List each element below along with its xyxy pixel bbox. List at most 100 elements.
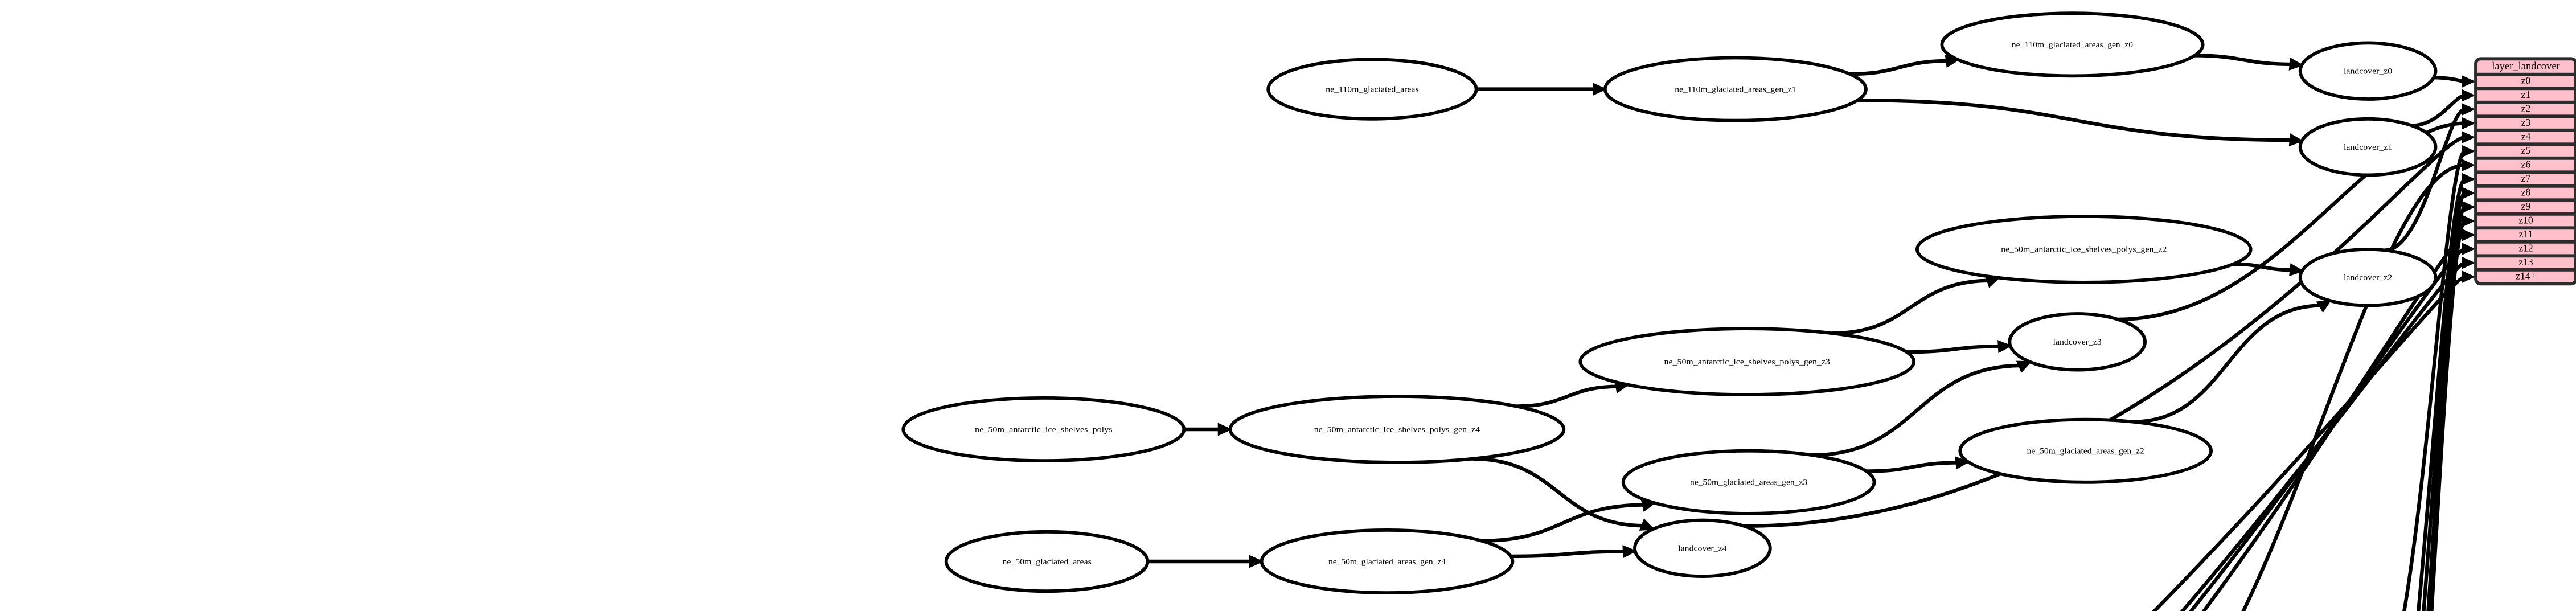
node-ellipse [1621,449,1876,515]
graph-edge [1812,363,2022,457]
node-layer: imposm3osm_landcover_polygonsimplify_vw_… [901,11,2438,594]
table-row-label: z4 [2521,131,2531,142]
table-edge-arrowhead [2462,75,2476,88]
graph-edge [1511,550,1626,559]
edge-arrowhead [1997,340,2013,354]
node-label: ne_50m_antarctic_ice_shelves_polys_gen_z… [2001,245,2167,255]
edge-arrowhead [2288,57,2304,71]
edge-arrowhead [2316,300,2332,313]
node-label: landcover_z2 [2344,273,2392,282]
graph-edge [1866,461,1959,473]
table-row-label: z7 [2521,173,2531,184]
edge-arrowhead [1622,545,1638,559]
edge-arrowhead [1249,555,1264,568]
table-header-label: layer_landcover [2492,60,2560,72]
table-row-label: z12 [2518,243,2533,254]
table-edge-arrowhead [2462,200,2476,214]
table-edge-arrowhead [2462,159,2476,172]
node-label: ne_110m_glaciated_areas_gen_z0 [2012,40,2133,50]
table-row-label: z3 [2521,117,2531,128]
node-label: ne_50m_glaciated_areas_gen_z2 [2027,446,2144,456]
graph-node-ne_50m_glaciated_areas[interactable]: ne_50m_glaciated_areas [944,530,1150,593]
table-edge-arrowhead [2462,131,2476,144]
node-ellipse [2008,312,2147,372]
node-ellipse [1266,58,1478,121]
table-row-label: z11 [2519,228,2533,240]
node-label: ne_110m_glaciated_areas_gen_z1 [1675,85,1796,94]
table-row-label: z9 [2521,200,2531,212]
node-label: ne_50m_glaciated_areas_gen_z3 [1690,478,1807,487]
graph-node-landcover_z4[interactable]: landcover_z4 [1633,518,1772,578]
edge-arrowhead [2289,263,2304,277]
table-edge-arrowhead [2462,228,2476,241]
table-edge-arrowhead [2462,103,2476,116]
table-row-z2[interactable] [2475,100,2576,118]
node-ellipse [944,530,1150,593]
edge-arrowhead [2288,133,2304,146]
graph-edge [1849,59,1949,76]
node-ellipse [1958,417,2213,484]
table-edge [2180,261,2466,611]
table-edge [2201,233,2466,611]
table-edge-arrowhead [2462,89,2476,102]
node-label: ne_50m_antarctic_ice_shelves_polys_gen_z… [1314,425,1480,434]
node-label: ne_50m_antarctic_ice_shelves_polys_gen_z… [1664,358,1830,367]
layer-landcover-table[interactable]: layer_landcoverz0z1z2z3z4z5z6z7z8z9z10z1… [2474,57,2576,286]
graph-node-ne_50m_antarctic_ice_shelves_polys_gen_z2[interactable]: ne_50m_antarctic_ice_shelves_polys_gen_z… [1915,215,2253,284]
table-edge-arrowhead [2462,256,2476,269]
graph-node-ne_50m_glaciated_areas_gen_z3[interactable]: ne_50m_glaciated_areas_gen_z3 [1621,449,1876,515]
table-edge-arrowhead [2462,173,2476,186]
table-row-label: z6 [2521,159,2531,170]
edge-arrowhead [1955,456,1970,470]
graph-node-ne_50m_antarctic_ice_shelves_polys[interactable]: ne_50m_antarctic_ice_shelves_polys [901,396,1186,462]
graph-node-landcover_z0[interactable]: landcover_z0 [2298,41,2438,101]
table-row-label: z13 [2518,256,2533,268]
node-label: landcover_z3 [2053,338,2102,347]
node-ellipse [1603,56,1868,122]
node-label: ne_50m_glaciated_areas_gen_z4 [1328,557,1446,567]
graph-edge [1472,457,1645,528]
table-edge-arrowhead [2462,215,2476,228]
graph-node-ne_50m_antarctic_ice_shelves_polys_gen_z3[interactable]: ne_50m_antarctic_ice_shelves_polys_gen_z… [1578,327,1915,396]
node-label: landcover_z1 [2344,143,2392,152]
table-row-label: z0 [2521,75,2531,87]
graph-node-landcover_z2[interactable]: landcover_z2 [2298,248,2438,307]
table-edge [2411,93,2466,128]
graph-node-ne_110m_glaciated_areas_gen_z0[interactable]: ne_110m_glaciated_areas_gen_z0 [1940,11,2205,78]
graph-edge [2132,304,2323,424]
table-edge-arrowhead [2462,243,2476,256]
table-edge-arrowhead [2462,117,2476,130]
table-edge [2402,149,2466,611]
table-edge [2434,75,2466,84]
graph-node-landcover_z1[interactable]: landcover_z1 [2298,117,2438,177]
node-ellipse [901,396,1186,462]
graph-node-landcover_z3[interactable]: landcover_z3 [2008,312,2147,372]
node-ellipse [1915,215,2253,284]
table-row-z13[interactable] [2475,254,2576,272]
edge-layer [1147,54,2332,568]
edge-arrowhead [2016,360,2032,373]
table-edge [2385,107,2466,252]
node-ellipse [2298,117,2438,177]
table-row-label: z8 [2521,187,2531,198]
edge-arrowhead [1593,83,1607,96]
node-label: landcover_z4 [1678,544,1727,553]
graph-node-ne_50m_glaciated_areas_gen_z2[interactable]: ne_50m_glaciated_areas_gen_z2 [1958,417,2213,484]
table-row-label: z14+ [2516,270,2536,282]
table-row-label: z5 [2521,145,2531,156]
graph-node-ne_50m_glaciated_areas_gen_z4[interactable]: ne_50m_glaciated_areas_gen_z4 [1260,528,1515,594]
node-ellipse [2298,41,2438,101]
node-ellipse [1940,11,2205,78]
table-edge [2417,177,2467,611]
edge-arrowhead [1217,423,1232,436]
graph-node-ne_50m_antarctic_ice_shelves_polys_gen_z4[interactable]: ne_50m_antarctic_ice_shelves_polys_gen_z… [1228,395,1566,464]
table-row-label: z2 [2521,103,2531,114]
graph-edge [2194,54,2293,67]
graph-edge [1481,503,1646,543]
node-ellipse [1633,518,1772,578]
graph-node-ne_110m_glaciated_areas_gen_z1[interactable]: ne_110m_glaciated_areas_gen_z1 [1603,56,1868,122]
node-label: ne_50m_antarctic_ice_shelves_polys [975,425,1113,434]
graph-node-ne_110m_glaciated_areas[interactable]: ne_110m_glaciated_areas [1266,58,1478,121]
table-edge [2189,247,2466,611]
